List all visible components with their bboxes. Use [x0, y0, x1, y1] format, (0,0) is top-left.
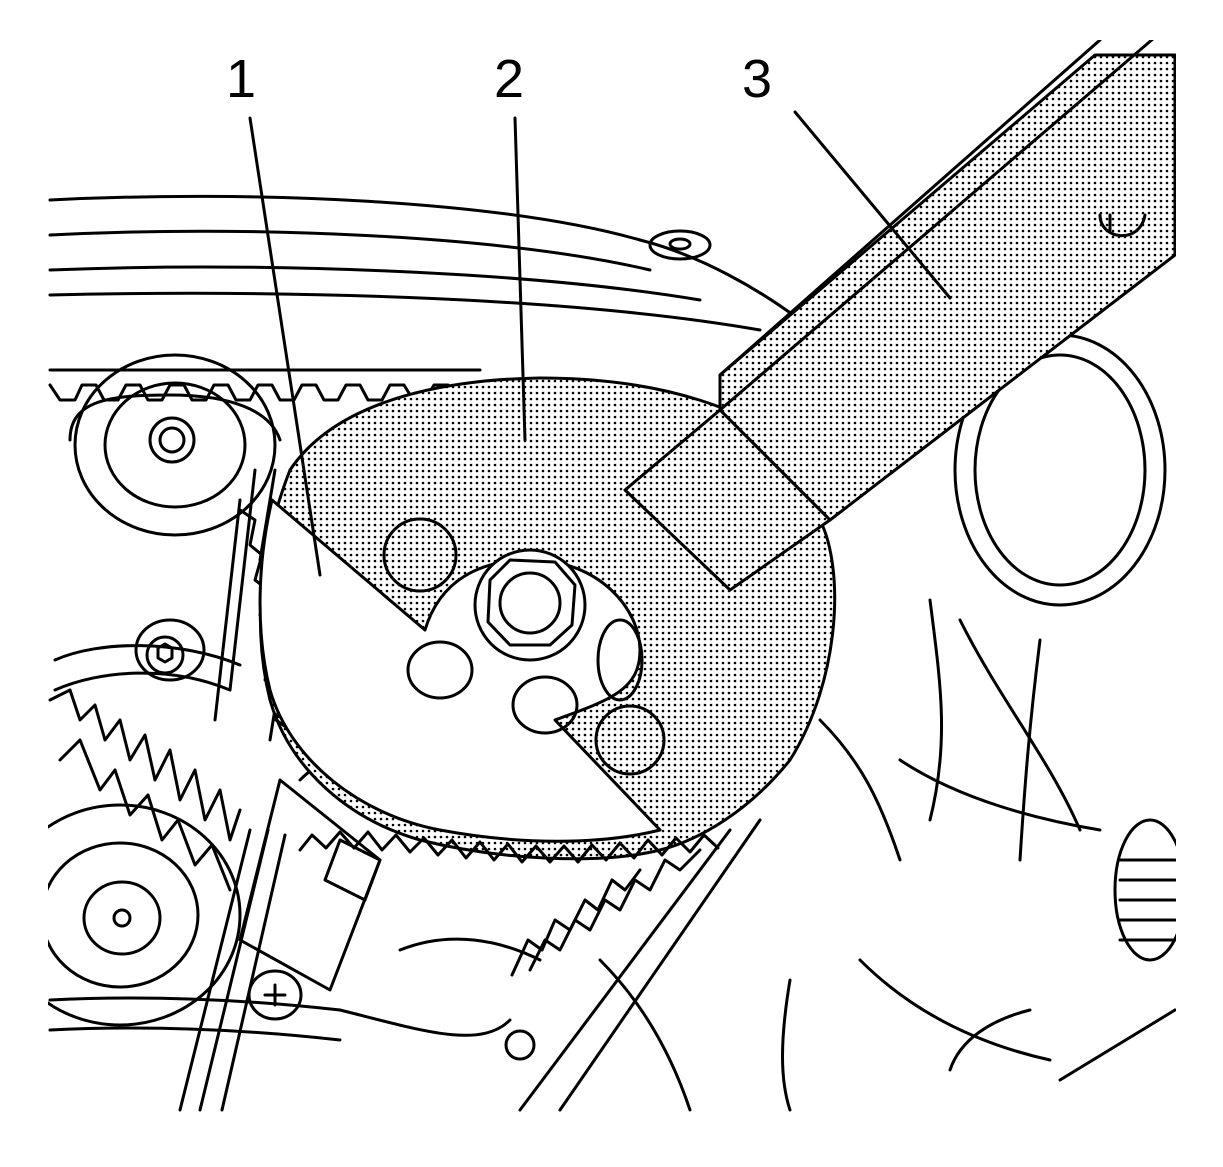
timing-gear-tool [258, 498, 662, 843]
upper-cover-outline [48, 194, 802, 332]
callout-label-1: 1 [226, 49, 257, 109]
leader-3 [793, 110, 952, 300]
callout-label-3: 3 [742, 49, 773, 109]
timing-belt-right [510, 818, 762, 1112]
engine-housing-right [781, 333, 1176, 1112]
crankshaft-pulley [48, 803, 242, 1027]
torx-bolt-upper [134, 618, 206, 682]
engine-housing-lower [48, 937, 692, 1112]
leader-1 [248, 116, 322, 577]
holding-wrench [623, 40, 1176, 592]
torx-bolt-lower [247, 969, 303, 1021]
lower-left-gear [48, 644, 242, 892]
callout-label-2: 2 [494, 49, 525, 109]
upper-idler-pulley [68, 353, 282, 537]
leader-2 [513, 116, 527, 442]
callout-leaders [248, 110, 952, 577]
